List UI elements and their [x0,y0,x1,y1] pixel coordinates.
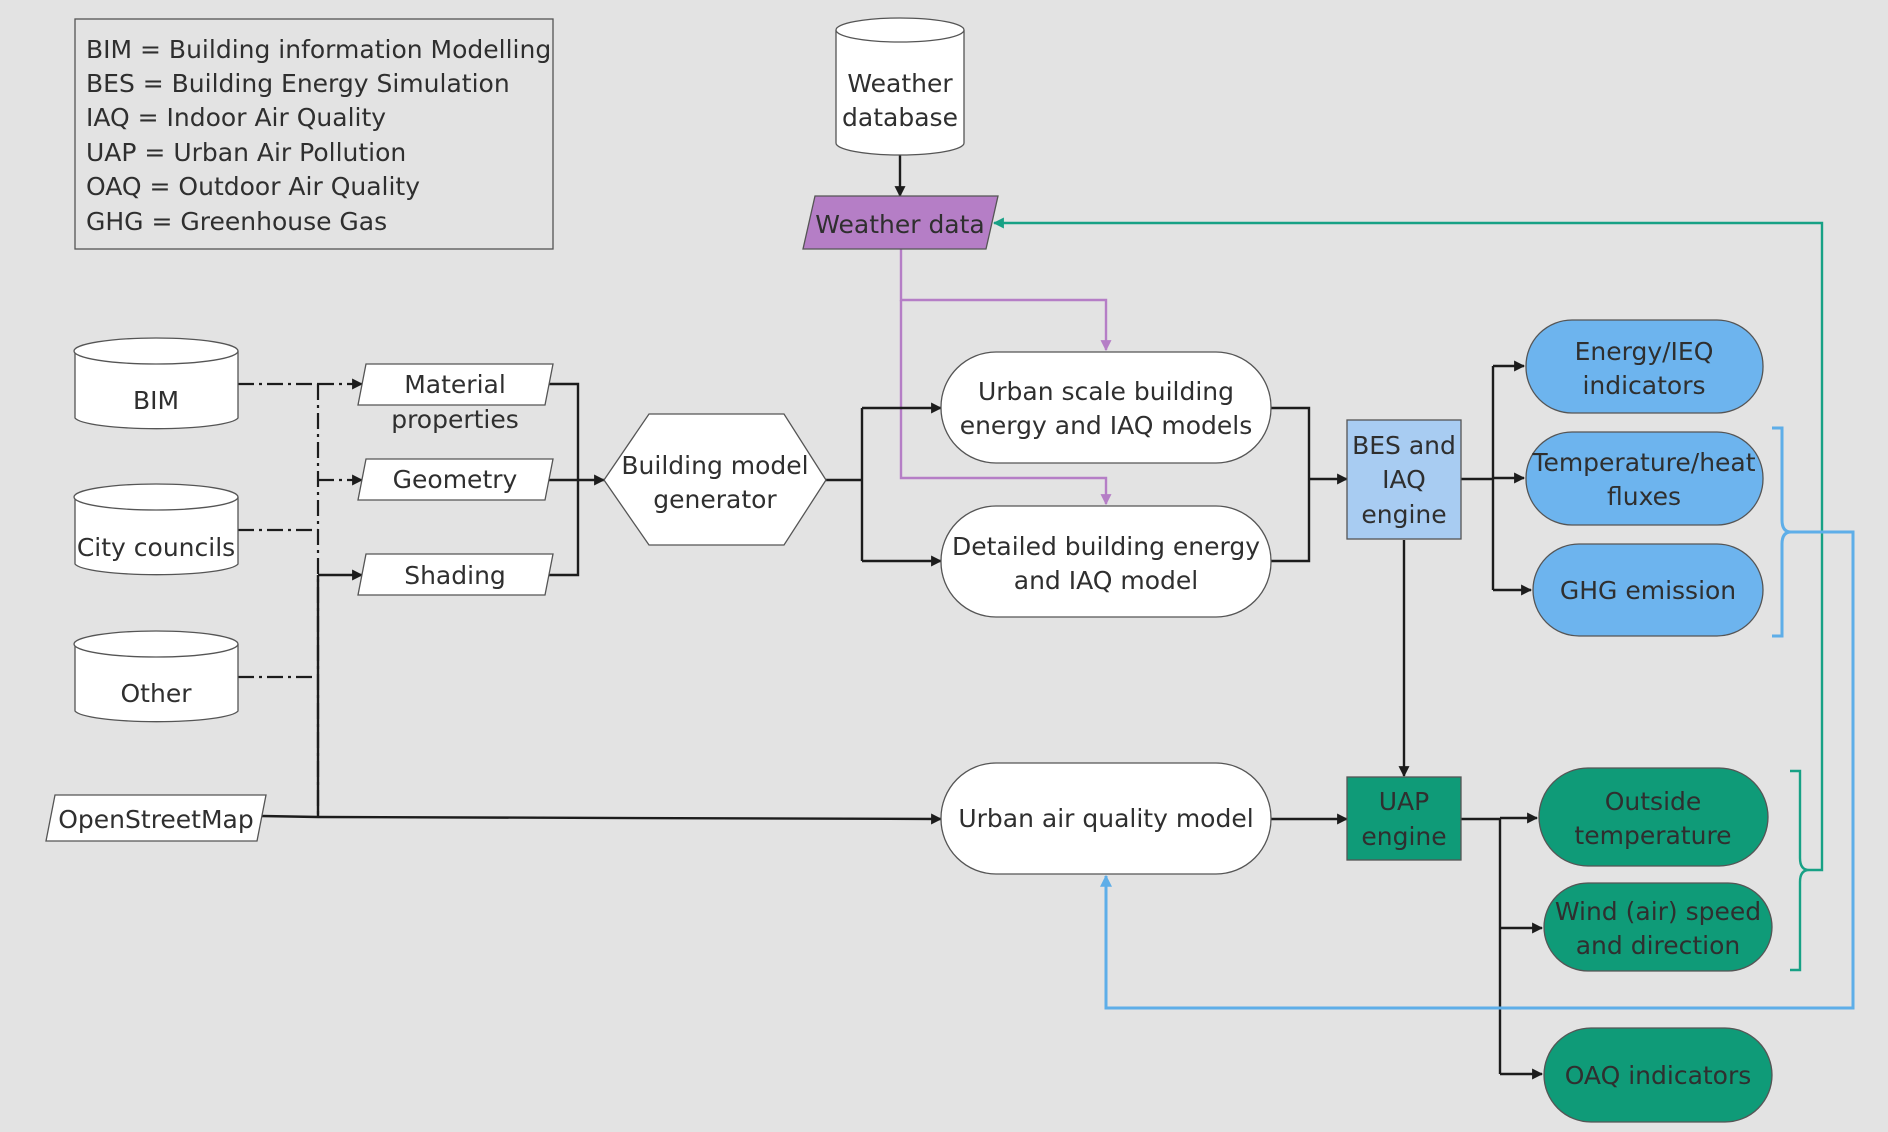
weather-database-label: database [842,103,958,132]
detailed-model-label: and IAQ model [1014,566,1199,595]
other-source-node: Other [73,630,239,723]
weather-database-node: Weather database [835,17,965,156]
city-councils-source-node: City councils [73,483,239,576]
legend-line: BES = Building Energy Simulation [86,69,510,98]
material-properties-label: properties [391,405,519,434]
building-model-generator-label: generator [653,485,777,514]
split-bes-outputs [1461,366,1495,590]
ghg-emission-node: GHG emission [1532,543,1764,637]
arrow-weather-to-detailed-model [899,300,1112,506]
bes-engine-label: engine [1361,500,1446,529]
legend-line: OAQ = Outdoor Air Quality [86,172,420,201]
arrow-feedback-to-urban-air-quality-model [1100,530,1855,1010]
bim-label: BIM [133,386,179,415]
oaq-indicators-label: OAQ indicators [1565,1061,1752,1090]
split-generator [826,408,864,561]
energy-ieq-indicators-node: Energy/IEQ indicators [1525,319,1764,414]
energy-ieq-label: Energy/IEQ [1575,337,1714,366]
legend-line: GHG = Greenhouse Gas [86,207,387,236]
openstreetmap-label: OpenStreetMap [58,805,254,834]
urban-scale-model-label: Urban scale building [978,377,1234,406]
temperature-heat-label: Temperature/heat [1531,448,1755,477]
material-properties-node: Material properties [357,363,554,434]
energy-ieq-label: indicators [1582,371,1705,400]
weather-data-node: Weather data [802,195,999,250]
uap-engine-label: UAP [1379,787,1429,816]
urban-scale-model-node: Urban scale building energy and IAQ mode… [940,351,1272,464]
shading-node: Shading [357,553,554,596]
legend-line: UAP = Urban Air Pollution [86,138,406,167]
weather-data-label: Weather data [815,210,985,239]
outside-temperature-label: temperature [1574,821,1731,850]
blue-bracket [1772,426,1792,638]
connectors [238,153,1855,1080]
merge-models [1271,406,1311,563]
legend-line: IAQ = Indoor Air Quality [86,103,386,132]
temperature-heat-fluxes-node: Temperature/heat fluxes [1525,431,1764,526]
building-model-generator-label: Building model [621,451,808,480]
legend: BIM = Building information Modelling BES… [74,18,554,250]
urban-air-quality-model-node: Urban air quality model [940,762,1272,875]
wind-speed-direction-node: Wind (air) speed and direction [1543,882,1773,972]
bes-engine-label: IAQ [1382,465,1426,494]
green-bracket [1790,769,1810,972]
geometry-node: Geometry [357,458,554,501]
outside-temperature-node: Outside temperature [1538,767,1769,867]
arrow-weather-to-urban-scale-model [899,249,1112,352]
outside-temperature-label: Outside [1605,787,1702,816]
wind-speed-label: and direction [1576,931,1741,960]
building-model-generator-node: Building model generator [603,413,827,546]
uap-engine-node: UAP engine [1346,776,1462,861]
urban-scale-model-label: energy and IAQ models [960,411,1253,440]
arrow-feedback-to-weather-data [992,217,1824,872]
detailed-model-label: Detailed building energy [952,532,1260,561]
wind-speed-label: Wind (air) speed [1555,897,1761,926]
weather-database-label: Weather [847,69,953,98]
openstreetmap-node: OpenStreetMap [45,794,267,842]
geometry-label: Geometry [393,465,518,494]
bes-engine-node: BES and IAQ engine [1346,419,1462,540]
bes-engine-label: BES and [1352,431,1456,460]
split-uap-outputs [1461,817,1502,1074]
detailed-model-node: Detailed building energy and IAQ model [940,505,1272,618]
shading-label: Shading [404,561,506,590]
material-properties-label: Material [404,370,506,399]
uap-engine-label: engine [1361,822,1446,851]
merge-attributes [548,382,580,577]
bim-source-node: BIM [73,337,239,430]
other-label: Other [121,679,193,708]
ghg-emission-label: GHG emission [1560,576,1736,605]
oaq-indicators-node: OAQ indicators [1543,1027,1773,1123]
legend-line: BIM = Building information Modelling [86,35,551,64]
arrow-osm-to-urban-air-quality-model [261,813,943,825]
urban-air-quality-model-label: Urban air quality model [958,804,1253,833]
city-councils-label: City councils [77,533,235,562]
temperature-heat-label: fluxes [1607,482,1681,511]
